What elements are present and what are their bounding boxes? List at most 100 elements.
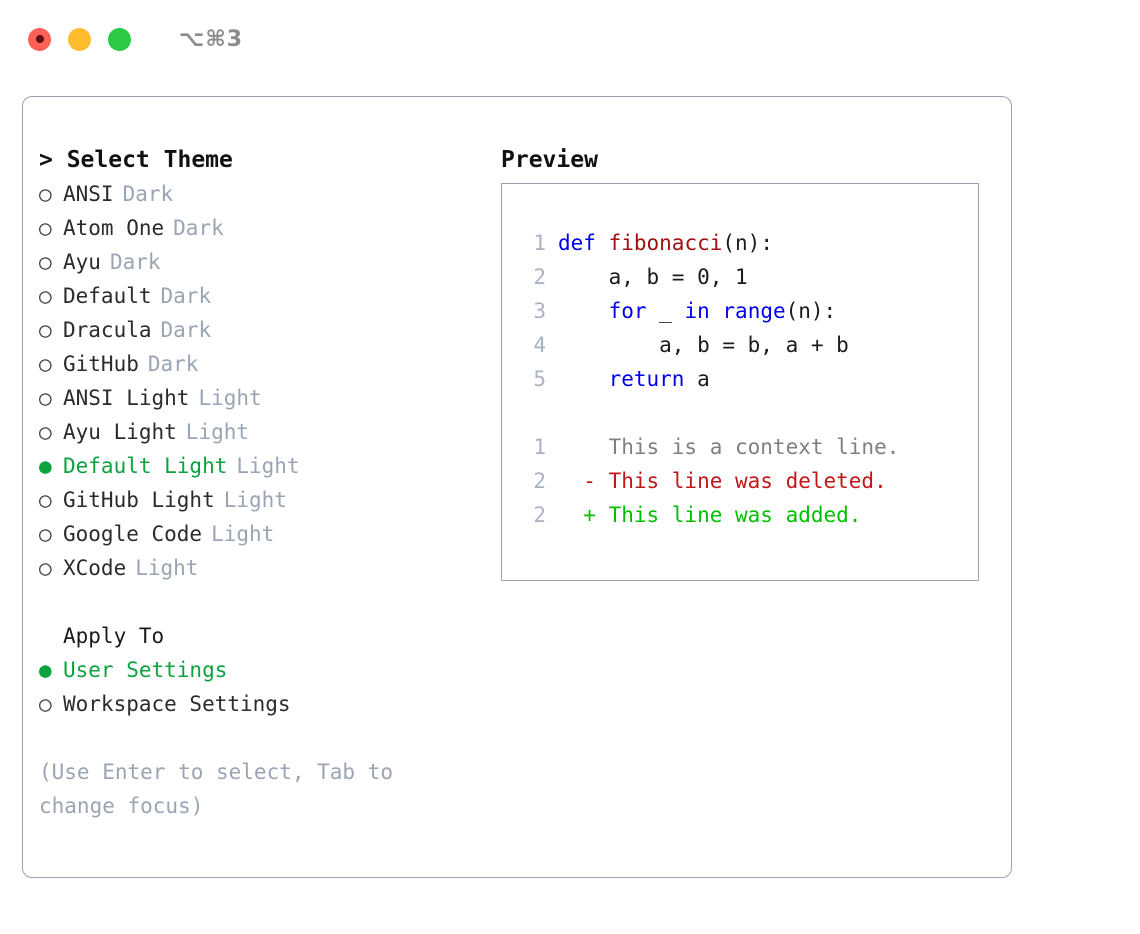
apply-to-list[interactable]: ● User Settings ○ Workspace Settings	[39, 653, 483, 721]
theme-variant-badge: Dark	[160, 318, 212, 342]
diff-line-content: This is a context line.	[558, 435, 900, 459]
theme-option-1[interactable]: ○ Atom One Dark	[39, 211, 483, 245]
code-line: 4 a, b = b, a + b	[520, 328, 978, 362]
theme-variant-badge: Dark	[122, 182, 174, 206]
close-button[interactable]	[28, 27, 51, 51]
code-token: a	[684, 367, 710, 391]
radio-unselected-icon: ○	[39, 420, 52, 444]
radio-unselected-icon: ○	[39, 318, 52, 342]
code-token: for	[608, 299, 647, 323]
code-line: 5 return a	[520, 362, 978, 396]
theme-option-label: XCode	[63, 556, 127, 580]
theme-option-label: Ayu	[63, 250, 101, 274]
theme-variant-badge: Light	[185, 420, 250, 444]
diff-line-content: - This line was deleted.	[558, 469, 887, 493]
minimize-button[interactable]	[68, 27, 91, 51]
code-line-number: 3	[533, 299, 546, 323]
radio-selected-icon: ●	[39, 658, 52, 682]
theme-option-label: GitHub	[63, 352, 139, 376]
theme-variant-badge: Dark	[160, 284, 212, 308]
code-token: _	[646, 299, 685, 323]
theme-option-6[interactable]: ○ ANSI Light Light	[39, 381, 483, 415]
apply-to-option-label: Workspace Settings	[63, 692, 291, 716]
code-line-content: a, b = 0, 1	[558, 260, 748, 294]
radio-unselected-icon: ○	[39, 692, 52, 716]
diff-line-number: 2	[533, 469, 546, 493]
code-line-number: 2	[533, 265, 546, 289]
diff-line-number: 1	[533, 435, 546, 459]
code-token: (n):	[785, 299, 837, 323]
theme-option-0[interactable]: ○ ANSI Dark	[39, 177, 483, 211]
diff-line: 2 - This line was deleted.	[520, 464, 978, 498]
apply-to-option-1[interactable]: ○ Workspace Settings	[39, 687, 483, 721]
theme-option-2[interactable]: ○ Ayu Dark	[39, 245, 483, 279]
radio-unselected-icon: ○	[39, 352, 52, 376]
theme-variant-badge: Light	[223, 488, 287, 512]
theme-option-label: ANSI	[63, 182, 114, 206]
theme-option-label: Dracula	[63, 318, 152, 342]
code-token: range	[722, 299, 786, 323]
code-line-content: def fibonacci(n):	[558, 226, 773, 260]
theme-option-10[interactable]: ○ Google Code Light	[39, 517, 483, 551]
code-line: 2 a, b = 0, 1	[520, 260, 978, 294]
radio-selected-icon: ●	[39, 454, 52, 478]
theme-variant-badge: Light	[236, 454, 300, 478]
theme-variant-badge: Dark	[109, 250, 161, 274]
theme-option-label: Atom One	[63, 216, 165, 240]
theme-option-9[interactable]: ○ GitHub Light Light	[39, 483, 483, 517]
theme-option-label: GitHub Light	[63, 488, 215, 512]
title-bar: ⌥⌘3	[0, 0, 1140, 78]
theme-option-label: Default Light	[63, 454, 228, 478]
code-line: 3 for _ in range(n):	[520, 294, 978, 328]
diff-line-content: + This line was added.	[558, 503, 862, 527]
radio-unselected-icon: ○	[39, 216, 52, 240]
code-token: fibonacci	[608, 231, 723, 255]
code-line-number: 1	[533, 231, 546, 255]
code-line: 1 def fibonacci(n):	[520, 226, 978, 260]
code-line-number: 4	[533, 333, 546, 357]
theme-option-4[interactable]: ○ Dracula Dark	[39, 313, 483, 347]
preview-heading: Preview	[501, 147, 598, 173]
radio-unselected-icon: ○	[39, 522, 52, 546]
theme-option-label: ANSI Light	[63, 386, 190, 410]
list-spacer	[39, 585, 483, 619]
diff-line-number: 2	[533, 503, 546, 527]
theme-variant-badge: Dark	[173, 216, 224, 240]
theme-option-5[interactable]: ○ GitHub Dark	[39, 347, 483, 381]
code-token: a, b = 0, 1	[608, 265, 748, 289]
theme-option-8[interactable]: ● Default Light Light	[39, 449, 483, 483]
code-token: a, b = b, a + b	[659, 333, 849, 357]
code-token	[596, 231, 609, 255]
code-line-content: for _ in range(n):	[558, 294, 837, 328]
radio-unselected-icon: ○	[39, 250, 52, 274]
radio-unselected-icon: ○	[39, 284, 52, 308]
maximize-button[interactable]	[108, 27, 131, 51]
theme-option-label: Ayu Light	[63, 420, 177, 444]
radio-unselected-icon: ○	[39, 488, 52, 512]
theme-variant-badge: Light	[211, 522, 275, 546]
radio-unselected-icon: ○	[39, 556, 52, 580]
traffic-lights	[28, 27, 131, 51]
apply-to-option-0[interactable]: ● User Settings	[39, 653, 483, 687]
theme-variant-badge: Dark	[147, 352, 199, 376]
theme-option-7[interactable]: ○ Ayu Light Light	[39, 415, 483, 449]
theme-option-3[interactable]: ○ Default Dark	[39, 279, 483, 313]
theme-option-label: Default	[63, 284, 152, 308]
radio-unselected-icon: ○	[39, 182, 52, 206]
keyboard-hint-text: (Use Enter to select, Tab to change focu…	[39, 760, 406, 818]
theme-variant-badge: Light	[198, 386, 262, 410]
radio-unselected-icon: ○	[39, 386, 52, 410]
diff-line: 1 This is a context line.	[520, 430, 978, 464]
code-diff-gap	[520, 396, 978, 430]
apply-to-option-label: User Settings	[63, 658, 228, 682]
code-token	[710, 299, 723, 323]
theme-option-label: Google Code	[63, 522, 203, 546]
code-token: in	[684, 299, 710, 323]
